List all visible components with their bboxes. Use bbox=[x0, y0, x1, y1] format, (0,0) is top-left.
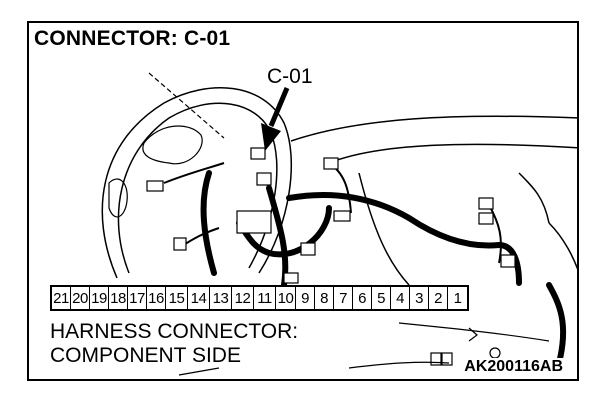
pin-3: 3 bbox=[410, 287, 429, 309]
pin-13: 13 bbox=[210, 287, 232, 309]
dashboard-outline bbox=[290, 115, 577, 286]
steering-wheel bbox=[101, 87, 293, 279]
pin-6: 6 bbox=[353, 287, 372, 309]
pin-12: 12 bbox=[232, 287, 254, 309]
caption-line-2: COMPONENT SIDE bbox=[50, 344, 241, 367]
connectors bbox=[146, 147, 516, 366]
caption-line-1: HARNESS CONNECTOR: bbox=[50, 320, 299, 343]
pin-18: 18 bbox=[109, 287, 128, 309]
pin-21: 21 bbox=[52, 287, 71, 309]
pin-11: 11 bbox=[254, 287, 276, 309]
pin-10: 10 bbox=[276, 287, 296, 309]
pin-2: 2 bbox=[429, 287, 448, 309]
figure-code: AK200116AB bbox=[462, 358, 565, 376]
thin-wires bbox=[163, 162, 502, 264]
pin-15: 15 bbox=[166, 287, 188, 309]
pin-17: 17 bbox=[128, 287, 147, 309]
pin-16: 16 bbox=[147, 287, 166, 309]
connector-callout-label: C-01 bbox=[267, 65, 313, 88]
wiring-harness bbox=[200, 170, 567, 366]
pin-19: 19 bbox=[90, 287, 109, 309]
pin-7: 7 bbox=[334, 287, 353, 309]
pin-20: 20 bbox=[71, 287, 90, 309]
diagram-title: CONNECTOR: C-01 bbox=[34, 27, 231, 50]
dashboard-harness-illustration bbox=[101, 72, 577, 376]
column-line bbox=[148, 72, 225, 139]
callout-arrow bbox=[261, 87, 290, 151]
pin-14: 14 bbox=[188, 287, 210, 309]
wheel-hub bbox=[108, 125, 203, 218]
pin-9: 9 bbox=[296, 287, 315, 309]
pin-8: 8 bbox=[315, 287, 334, 309]
pin-4: 4 bbox=[391, 287, 410, 309]
pin-1: 1 bbox=[453, 289, 462, 307]
pin-5: 5 bbox=[372, 287, 391, 309]
